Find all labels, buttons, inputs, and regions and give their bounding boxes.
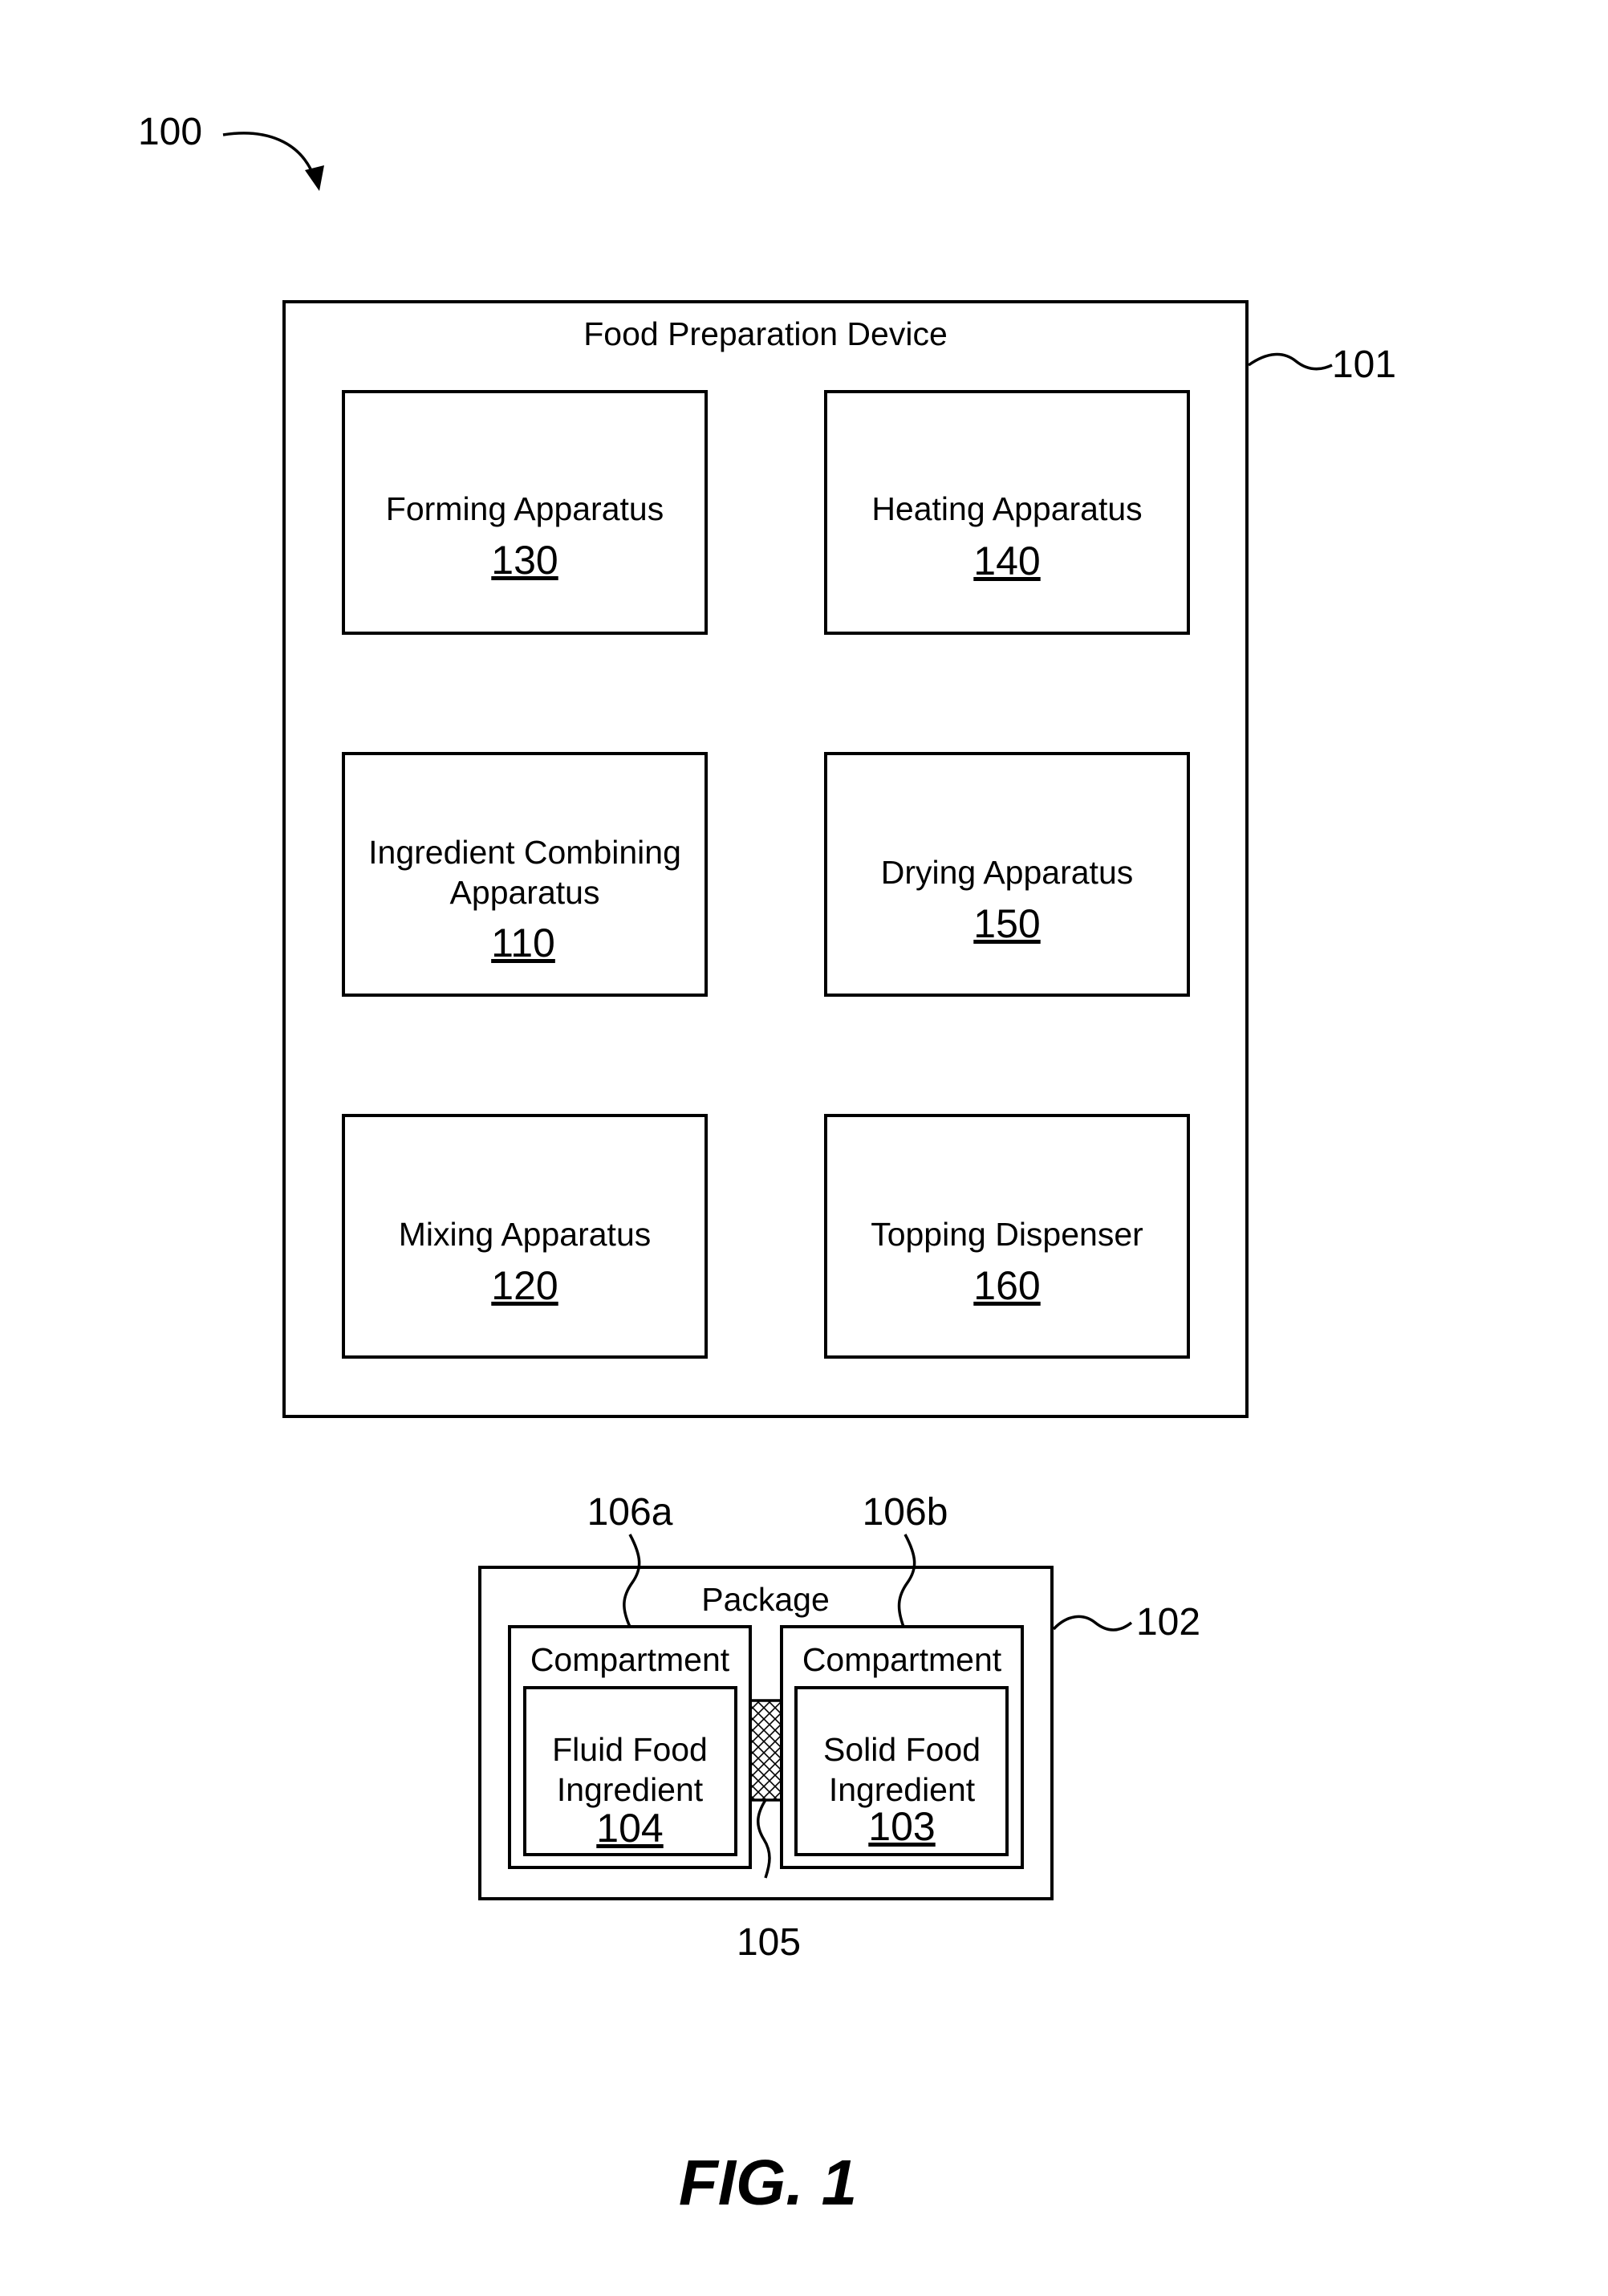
package-ref-102: 102: [1136, 1601, 1200, 1644]
ingredient-combining-apparatus-label-line2: Apparatus: [450, 874, 600, 911]
ingredient-combining-apparatus-number: 110: [491, 920, 555, 965]
package-ref-leader: [1054, 1616, 1131, 1630]
ingredient-combining-apparatus-label-line1: Ingredient Combining: [368, 834, 681, 871]
topping-dispenser-label: Topping Dispenser: [871, 1216, 1143, 1253]
mixing-apparatus-number: 120: [491, 1263, 558, 1308]
fluid-food-ingredient-line2: Ingredient: [557, 1771, 704, 1808]
device-ref-101: 101: [1332, 343, 1396, 386]
figure-ref-arrow: [223, 133, 315, 178]
figure-label: FIG. 1: [679, 2147, 857, 2218]
device-ref-leader: [1249, 355, 1332, 369]
solid-food-ingredient-line1: Solid Food: [823, 1731, 981, 1768]
package-title: Package: [701, 1581, 830, 1618]
compartment-b-title: Compartment: [802, 1641, 1002, 1678]
drying-apparatus-number: 150: [973, 901, 1040, 946]
solid-food-ingredient-line2: Ingredient: [829, 1771, 976, 1808]
seal-105: [750, 1701, 782, 1800]
solid-food-ingredient-number: 103: [868, 1804, 935, 1849]
device-title: Food Preparation Device: [583, 315, 948, 352]
figure-ref-arrowhead: [305, 165, 324, 191]
seal-ref-105: 105: [737, 1921, 801, 1964]
topping-dispenser-number: 160: [973, 1263, 1040, 1308]
compartment-a-ref-106a: 106a: [587, 1491, 673, 1534]
forming-apparatus-label: Forming Apparatus: [386, 490, 664, 527]
figure-ref-100: 100: [138, 111, 202, 153]
mixing-apparatus-label: Mixing Apparatus: [399, 1216, 652, 1253]
fluid-food-ingredient-number: 104: [596, 1806, 663, 1851]
drying-apparatus-label: Drying Apparatus: [881, 854, 1134, 891]
forming-apparatus-number: 130: [491, 538, 558, 583]
heating-apparatus-number: 140: [973, 538, 1040, 583]
compartment-a-title: Compartment: [530, 1641, 730, 1678]
heating-apparatus-label: Heating Apparatus: [871, 490, 1142, 527]
fluid-food-ingredient-line1: Fluid Food: [552, 1731, 708, 1768]
compartment-b-ref-106b: 106b: [863, 1491, 948, 1534]
